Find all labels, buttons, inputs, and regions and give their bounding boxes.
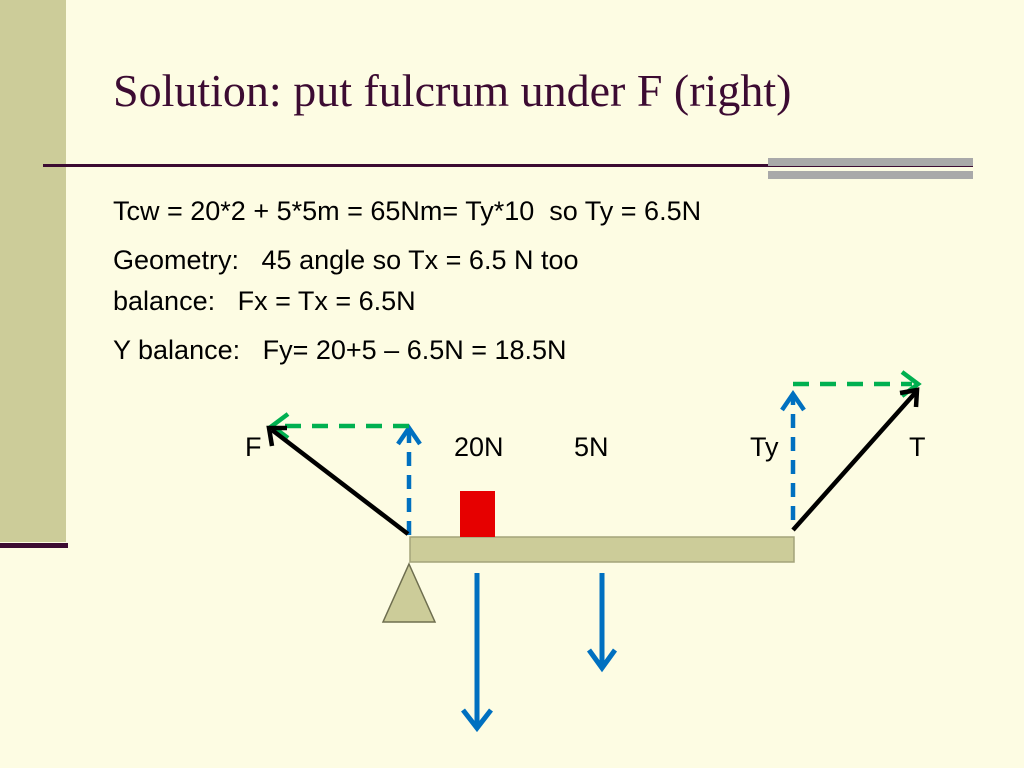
left-sidebar-bar xyxy=(0,0,66,542)
decorative-bar-bottom xyxy=(768,171,973,179)
force-f-vector xyxy=(270,428,410,536)
torque-equation: Tcw = 20*2 + 5*5m = 65Nm= Ty*10 so Ty = … xyxy=(113,196,702,226)
y-balance-line: Y balance: Fy= 20+5 – 6.5N = 18.5N xyxy=(113,335,567,365)
decorative-bar-top xyxy=(768,158,973,166)
force-f-arrowhead xyxy=(266,425,287,447)
weight-block-20n xyxy=(460,491,495,537)
x-balance-line: balance: Fx = Tx = 6.5N xyxy=(113,286,416,316)
label-f: F xyxy=(245,432,262,462)
tension-t-vector xyxy=(791,390,918,532)
weight-5n-arrowhead xyxy=(586,648,618,673)
lever-beam xyxy=(409,536,795,563)
title-divider xyxy=(43,164,973,167)
label-ty: Ty xyxy=(750,432,779,462)
slide-title: Solution: put fulcrum under F (right) xyxy=(113,65,792,116)
weight-20n-arrowhead xyxy=(461,708,493,733)
label-t: T xyxy=(909,432,926,462)
tension-t-arrowhead xyxy=(899,387,920,408)
label-20n: 20N xyxy=(454,432,504,462)
left-accent-line xyxy=(0,543,68,548)
fulcrum-triangle xyxy=(381,562,437,623)
label-5n: 5N xyxy=(574,432,609,462)
geometry-line: Geometry: 45 angle so Tx = 6.5 N too xyxy=(113,245,579,275)
ty-arrowhead xyxy=(780,390,806,412)
